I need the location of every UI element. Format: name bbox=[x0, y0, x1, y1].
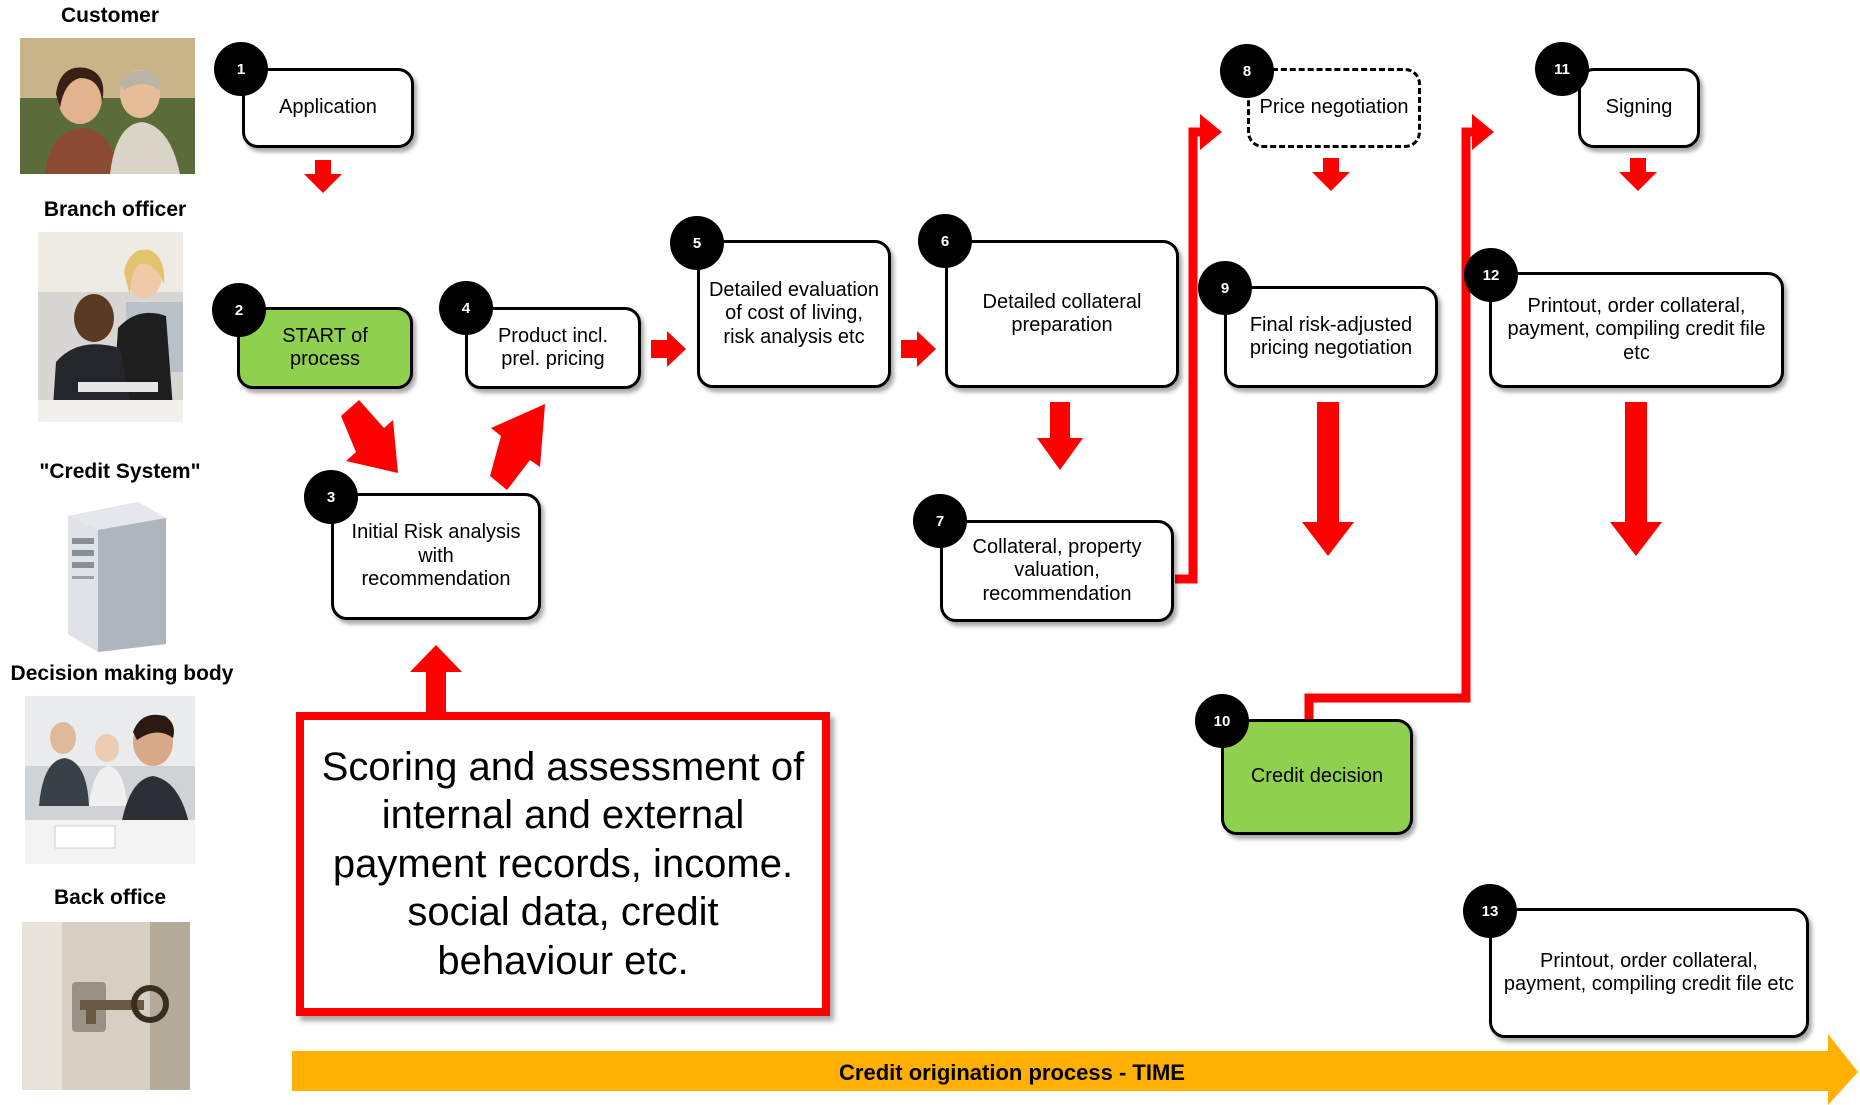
step-9-badge: 9 bbox=[1198, 261, 1252, 315]
customer-photo bbox=[20, 38, 195, 174]
step-3-box: Initial Risk analysis with recommendatio… bbox=[331, 493, 541, 620]
step-10-box: Credit decision bbox=[1221, 719, 1413, 835]
step-12-badge: 12 bbox=[1464, 248, 1518, 302]
lane-title-decision-body: Decision making body bbox=[10, 662, 234, 685]
arrow-5-to-6 bbox=[901, 331, 936, 367]
step-label: Final risk-adjusted pricing negotiation bbox=[1249, 313, 1413, 359]
step-5-box: Detailed evaluation of cost of living, r… bbox=[697, 240, 891, 388]
arrow-8-to-9 bbox=[1312, 158, 1350, 191]
step-6-badge: 6 bbox=[918, 214, 972, 268]
arrowhead-10-to-11 bbox=[1472, 114, 1494, 150]
step-label: Detailed collateral preparation bbox=[982, 290, 1142, 336]
arrow-2-to-3 bbox=[341, 400, 398, 473]
step-12-box: Printout, order collateral, payment, com… bbox=[1489, 272, 1784, 388]
step-3-badge: 3 bbox=[304, 470, 358, 524]
step-6-box: Detailed collateral preparation bbox=[945, 240, 1179, 388]
server-tower-icon bbox=[58, 496, 172, 654]
arrow-9-down bbox=[1302, 402, 1354, 556]
lane-title-back-office: Back office bbox=[53, 886, 167, 909]
arrow-6-to-7 bbox=[1037, 402, 1083, 470]
step-4-box: Product incl. prel. pricing bbox=[465, 307, 641, 389]
step-1-badge: 1 bbox=[214, 42, 268, 96]
step-10-badge: 10 bbox=[1195, 694, 1249, 748]
step-13-badge: 13 bbox=[1463, 884, 1517, 938]
step-9-box: Final risk-adjusted pricing negotiation bbox=[1224, 286, 1438, 388]
step-13-box: Printout, order collateral, payment, com… bbox=[1489, 908, 1809, 1038]
step-label: Printout, order collateral, payment, com… bbox=[1507, 294, 1766, 364]
step-7-badge: 7 bbox=[913, 494, 967, 548]
lane-title-branch-officer: Branch officer bbox=[43, 198, 187, 221]
step-label: Price negotiation bbox=[1259, 96, 1409, 119]
lane-title-customer: Customer bbox=[60, 4, 160, 27]
step-label: Initial Risk analysis with recommendatio… bbox=[351, 521, 521, 591]
step-11-box: Signing bbox=[1578, 68, 1700, 148]
step-4-badge: 4 bbox=[439, 281, 493, 335]
door-key-photo bbox=[22, 922, 190, 1090]
step-label: Product incl. prel. pricing bbox=[497, 324, 609, 370]
step-label: Collateral, property valuation, recommen… bbox=[972, 535, 1142, 605]
callout-text: Scoring and assessment of internal and e… bbox=[321, 745, 805, 983]
step-2-box: START of process bbox=[237, 307, 413, 389]
arrowhead-7-to-8 bbox=[1200, 114, 1222, 150]
step-label: Detailed evaluation of cost of living, r… bbox=[708, 278, 880, 348]
step-8-badge: 8 bbox=[1220, 44, 1274, 98]
step-11-badge: 11 bbox=[1535, 42, 1589, 96]
step-8-box: Price negotiation bbox=[1247, 68, 1421, 148]
step-label: Application bbox=[279, 96, 377, 119]
arrow-1-to-2 bbox=[304, 160, 342, 193]
connector-7-to-8 bbox=[1175, 127, 1206, 584]
lane-title-credit-system: "Credit System" bbox=[39, 460, 201, 483]
step-label: Printout, order collateral, payment, com… bbox=[1503, 949, 1795, 995]
arrow-12-down bbox=[1610, 402, 1662, 556]
connector-10-to-11 bbox=[1304, 127, 1478, 722]
step-2-badge: 2 bbox=[212, 283, 266, 337]
meeting-photo bbox=[25, 696, 195, 864]
timeline-label: Credit origination process - TIME bbox=[839, 1060, 1185, 1085]
arrow-4-to-5 bbox=[651, 331, 686, 367]
scoring-callout: Scoring and assessment of internal and e… bbox=[296, 712, 830, 1016]
step-1-box: Application bbox=[242, 68, 414, 148]
step-5-badge: 5 bbox=[670, 216, 724, 270]
step-label: Credit decision bbox=[1250, 765, 1384, 788]
step-7-box: Collateral, property valuation, recommen… bbox=[940, 520, 1174, 622]
step-label: Signing bbox=[1605, 96, 1673, 119]
step-label: START of process bbox=[282, 324, 368, 370]
arrow-3-to-4 bbox=[490, 404, 545, 490]
timeline-arrow bbox=[292, 1034, 1858, 1105]
branch-officer-photo bbox=[38, 232, 183, 422]
arrow-11-to-12 bbox=[1619, 158, 1657, 191]
arrow-callout-to-3 bbox=[410, 645, 462, 712]
